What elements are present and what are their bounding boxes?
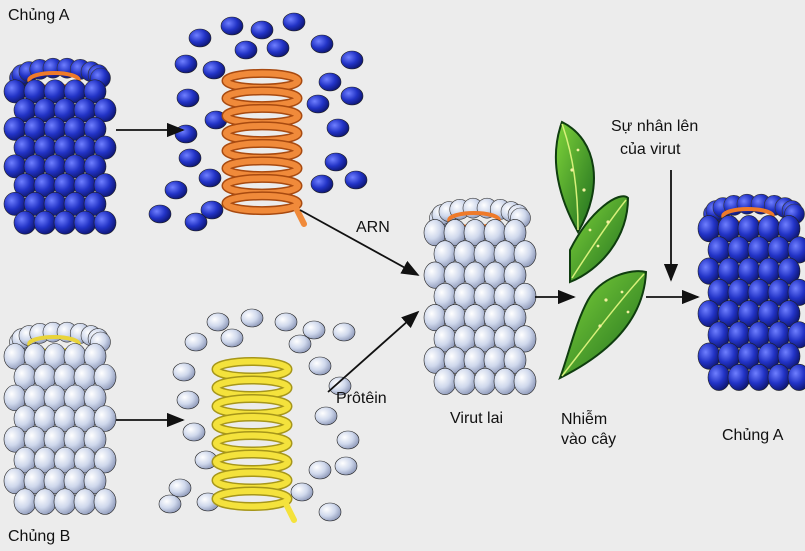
hybrid-virus xyxy=(423,197,537,395)
label-infect-line1: Nhiễm xyxy=(561,411,608,428)
label-hybrid-virus: Virut lai xyxy=(450,410,504,427)
label-replication-line1: Sự nhân lên xyxy=(611,118,699,135)
arrow-protein-to-hybrid xyxy=(327,310,420,393)
virus-strain-b xyxy=(3,321,117,515)
label-protein: Prôtêin xyxy=(336,390,387,407)
flow-arrows xyxy=(116,122,700,428)
strain-a-protein-subunits xyxy=(148,12,368,232)
result-virus-strain-a xyxy=(697,193,805,391)
arrow-rna-to-hybrid xyxy=(299,209,420,276)
strain-b-protein-subunits xyxy=(158,308,360,522)
label-result-strain-a: Chủng A xyxy=(722,427,784,444)
label-strain-a: Chủng A xyxy=(8,7,70,24)
virus-strain-a xyxy=(3,57,117,235)
strain-a-rna-coil xyxy=(221,68,307,227)
label-infect-line2: vào cây xyxy=(561,431,617,448)
strain-b-rna-coil xyxy=(211,356,297,523)
label-replication-line2: của virut xyxy=(620,141,681,158)
tobacco-leaves xyxy=(554,120,648,381)
label-strain-b: Chủng B xyxy=(8,528,71,545)
label-rna: ARN xyxy=(356,219,390,236)
